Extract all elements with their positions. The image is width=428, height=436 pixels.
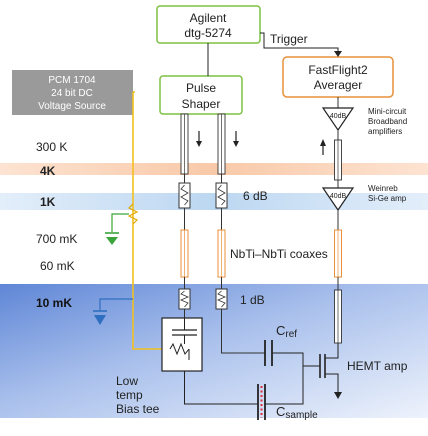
csample-capacitor [257, 366, 304, 420]
stage-300k: 300 K [36, 140, 67, 154]
bias-tee-label-3: Bias tee [116, 402, 160, 416]
bias-tee-label-1: Low [116, 374, 138, 388]
trigger-label: Trigger [270, 32, 308, 46]
pcm-line1: PCM 1704 [48, 75, 96, 86]
hemt-label: HEMT amp [347, 359, 408, 373]
pcm-line2: 24 bit DC [51, 88, 93, 99]
agilent-generator: Agilent dtg-5274 [156, 5, 261, 44]
bias-tee [161, 317, 203, 372]
pcm-line3: Voltage Source [38, 101, 106, 112]
bias-tee-label-2: temp [116, 388, 143, 402]
band-10mk [0, 284, 428, 418]
coax-label: NbTi–NbTi coaxes [230, 247, 328, 261]
band-1k [0, 193, 428, 210]
minicircuit-label-1: Mini-circuit [368, 107, 407, 116]
pulse-shaper: Pulse Shaper [159, 75, 243, 115]
ground-10mk [93, 298, 133, 325]
cref-capacitor [264, 340, 304, 366]
amp-40db-top-label: 40dB [330, 113, 347, 120]
left-signal-line [178, 113, 191, 318]
band-4k [0, 163, 428, 175]
minicircuit-label-3: amplifiers [368, 127, 402, 136]
stage-60mk: 60 mK [40, 259, 75, 273]
down-arrow-right [233, 131, 239, 147]
ground-700mk [105, 213, 129, 245]
atten-6db-label: 6 dB [243, 189, 268, 203]
stage-10mk: 10 mK [36, 296, 72, 310]
minicircuit-label-2: Broadband [368, 117, 407, 126]
return-line [321, 97, 355, 344]
trigger-arrowhead [334, 51, 342, 57]
stage-labels: 300 K 4K 1K 700 mK 60 mK 10 mK [36, 140, 77, 310]
fastflight-averager: FastFlight2 Averager [282, 56, 394, 98]
amp-40db-bottom-triangle [321, 187, 355, 212]
fastflight-line1: FastFlight2 [308, 63, 368, 77]
down-arrow-left [196, 131, 202, 147]
up-arrow [320, 139, 326, 155]
pulse-shaper-line1: Pulse [186, 81, 216, 95]
amp-40db-bottom-label: 40dB [330, 193, 347, 200]
bias-tee-to-csample [184, 371, 258, 405]
csample-label: Csample [276, 404, 318, 421]
amp-40db-top-triangle [321, 107, 355, 132]
stage-700mk: 700 mK [36, 232, 77, 246]
right-signal-line [215, 113, 265, 354]
pulse-shaper-line2: Shaper [182, 97, 221, 111]
cref-label: Cref [276, 323, 297, 340]
stage-1k: 1K [40, 195, 56, 209]
pcm-voltage-source: PCM 1704 24 bit DC Voltage Source [12, 70, 133, 115]
atten-1db-label: 1 dB [240, 293, 265, 307]
stage-4k: 4K [40, 164, 56, 178]
fastflight-line2: Averager [314, 78, 362, 92]
bias-resistor [127, 203, 139, 225]
agilent-line2: dtg-5274 [184, 26, 232, 40]
weinreb-label-2: Si-Ge amp [368, 194, 407, 203]
agilent-line1: Agilent [190, 11, 227, 25]
trigger-line [260, 32, 339, 56]
hemt-amp [303, 343, 342, 399]
weinreb-label-1: Weinreb [368, 184, 398, 193]
